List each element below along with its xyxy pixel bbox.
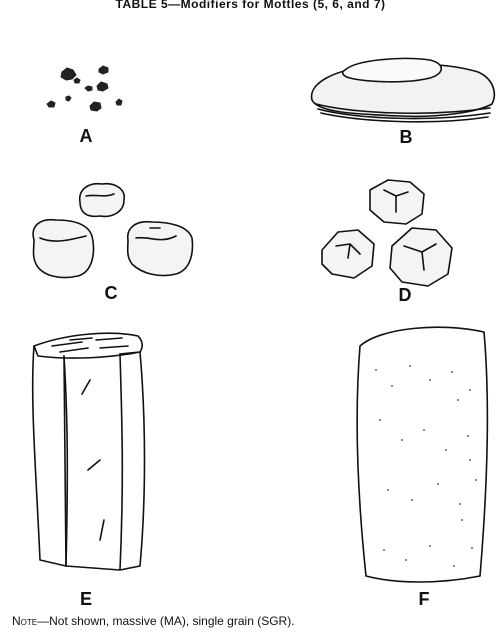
angular-blocky-illustration bbox=[322, 180, 452, 286]
structure-illustrations bbox=[0, 0, 501, 605]
prismatic-illustration bbox=[33, 333, 145, 570]
panel-label-c: C bbox=[96, 283, 126, 304]
panel-label-e: E bbox=[71, 589, 101, 610]
panel-label-d: D bbox=[390, 285, 420, 306]
granular-illustration bbox=[47, 66, 122, 111]
panel-label-f: F bbox=[409, 589, 439, 610]
columnar-illustration bbox=[357, 327, 487, 582]
note-body: —Not shown, massive (MA), single grain (… bbox=[37, 614, 294, 628]
note-text: Note—Not shown, massive (MA), single gra… bbox=[12, 614, 295, 628]
panel-label-a: A bbox=[71, 126, 101, 147]
panel-label-b: B bbox=[391, 127, 421, 148]
rounded-blocky-illustration bbox=[33, 184, 192, 278]
note-prefix: Note bbox=[12, 614, 37, 628]
platy-illustration bbox=[312, 58, 495, 121]
